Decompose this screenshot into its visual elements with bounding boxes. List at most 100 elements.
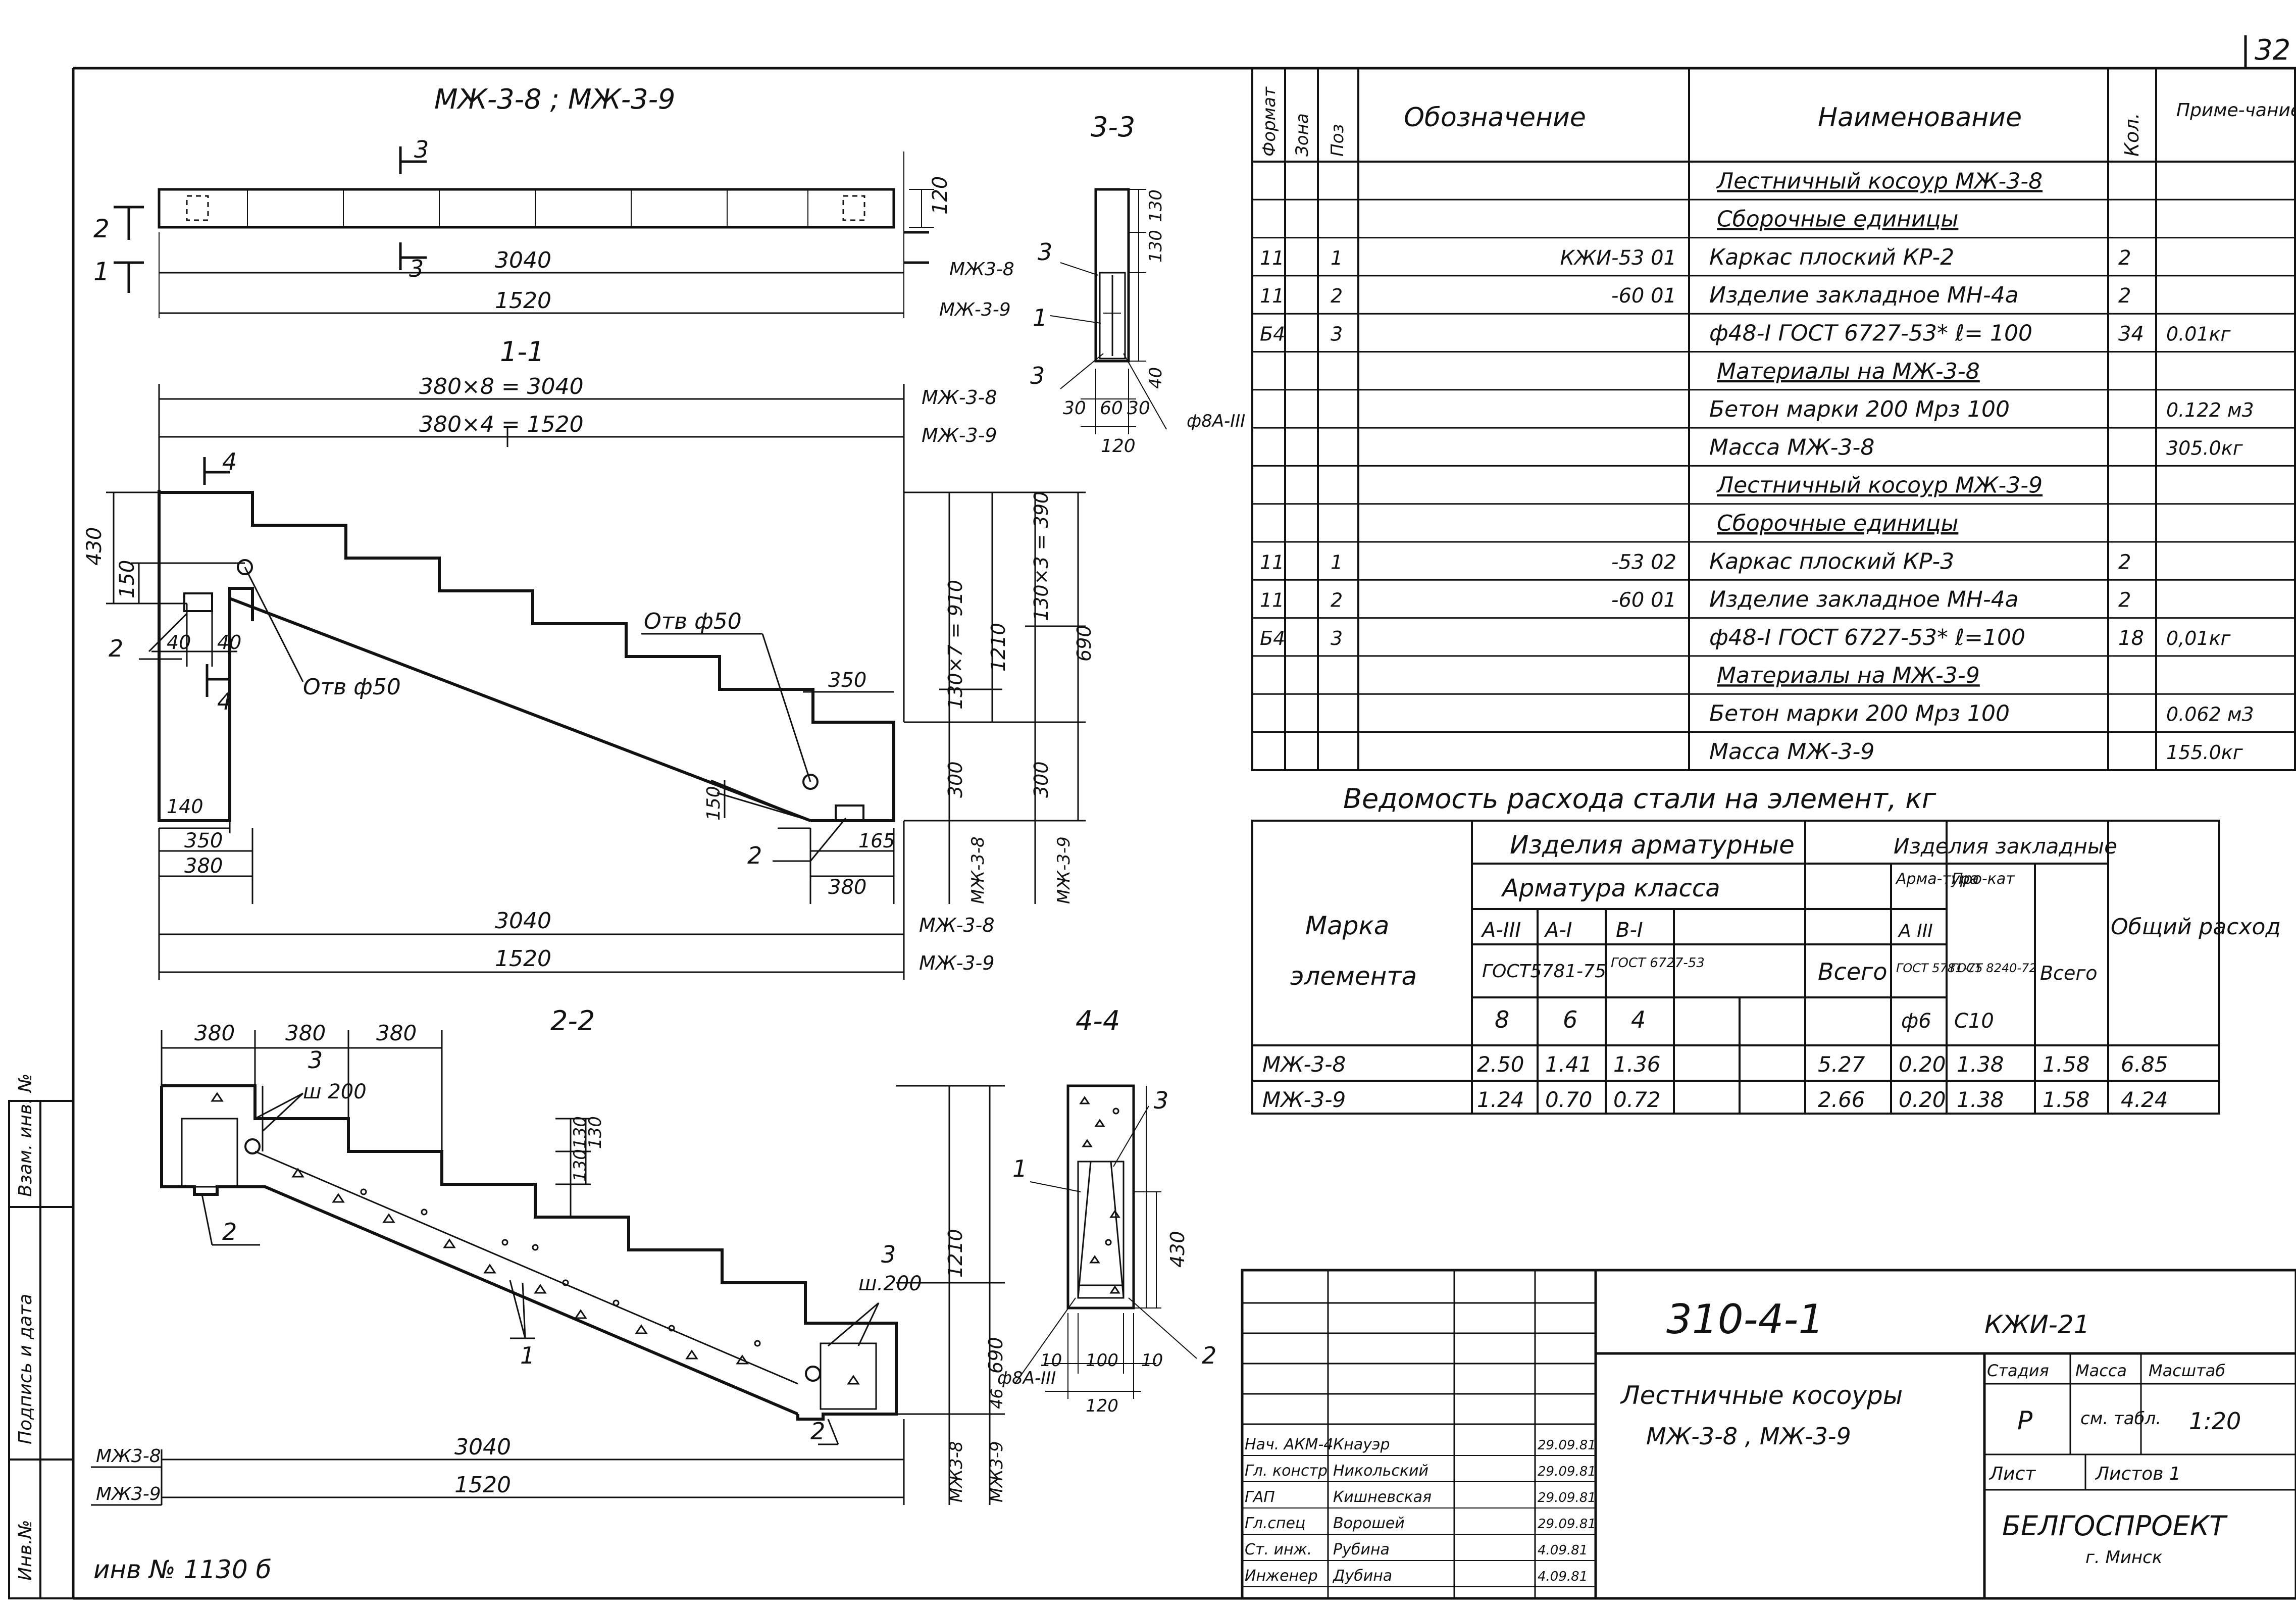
s22-v690: 690: [985, 1337, 1007, 1374]
plan-dim-1520: 1520: [495, 288, 551, 314]
steel-cell-a1: 0.70: [1545, 1087, 1593, 1112]
steel-cell-sum: 4.24: [2121, 1087, 2168, 1112]
plan-dim-3040: 3040: [495, 247, 551, 273]
pos-2-left: 2: [109, 635, 123, 662]
margin-stamp: [8, 1100, 74, 1599]
cut-mark-4a: 4: [222, 448, 237, 475]
staff-name: Кнауэр: [1333, 1436, 1390, 1453]
section-1-1: [158, 490, 254, 822]
s22-pos3b: 3: [881, 1241, 896, 1268]
s22-step-b: ш.200: [858, 1272, 922, 1295]
staff-name: Рубина: [1333, 1541, 1390, 1558]
tb-org: БЕЛГОСПРОЕКТ: [2002, 1510, 2228, 1542]
spec-h-qty: Кол.: [2121, 113, 2143, 157]
cut-mark-3b: 3: [409, 255, 424, 282]
s44-120: 120: [1086, 1396, 1118, 1416]
steel-h-vsego: Всего: [1818, 958, 1887, 985]
margin-replace: Взам. инв. №: [15, 1074, 36, 1197]
s33-30: 30: [1063, 398, 1086, 419]
page-number: 32: [2255, 34, 2290, 67]
dim-300b: 300: [1030, 761, 1052, 798]
spec-cell-name: Изделие закладное МН-4а: [1709, 282, 2019, 308]
spec-h-pos: Поз: [1328, 124, 1348, 157]
staff-date: 29.09.81: [1538, 1517, 1596, 1532]
dim-130x7: 130×7 = 910: [944, 580, 966, 710]
plan-view: [114, 146, 934, 318]
spec-h-zone: Зона: [1292, 113, 1312, 157]
staff-name: Кишневская: [1333, 1488, 1432, 1506]
dim-380x4: 380×4 = 1520: [419, 412, 584, 437]
steel-dia-c10: С10: [1954, 1010, 1994, 1033]
spec-cell-designation: КЖИ-53 01: [1560, 246, 1676, 270]
steel-cell-b1: 1.36: [1613, 1052, 1661, 1077]
dim-165: 165: [858, 830, 895, 852]
steel-cell-b1: 0.72: [1613, 1087, 1661, 1112]
dim-140: 140: [167, 795, 203, 818]
pos-2-right: 2: [747, 842, 762, 869]
staff-role: Гл. констр: [1245, 1462, 1328, 1480]
steel-cell-z1: 0.20: [1899, 1052, 1946, 1077]
staff-date: 29.09.81: [1538, 1464, 1596, 1479]
steel-cell-mark: МЖ-3-8: [1262, 1052, 1346, 1077]
steel-cls-a1: А-I: [1544, 919, 1572, 942]
plan-mark-9: МЖ-3-9: [939, 299, 1011, 320]
s33-30b: 30: [1127, 398, 1150, 419]
s22-380b: 380: [285, 1021, 326, 1045]
staff-role: Нач. АКМ-4: [1245, 1436, 1333, 1453]
dim-350-top: 350: [828, 669, 866, 692]
staff-name: Ворошей: [1333, 1515, 1405, 1532]
s22-pos2b: 2: [810, 1418, 825, 1445]
s44-100: 100: [1086, 1350, 1118, 1371]
plan-n1: 1: [93, 257, 110, 286]
steel-h-zakl: Изделия закладные: [1894, 834, 2117, 859]
s22-bm9: МЖ3-9: [96, 1484, 161, 1504]
spec-cell-name: Сборочные единицы: [1717, 511, 1958, 536]
s44-10a: 10: [1040, 1350, 1062, 1371]
tb-code: 310-4-1: [1666, 1296, 1824, 1343]
steel-cell-z2: 1.38: [1957, 1052, 2004, 1077]
steel-h-element: элемента: [1290, 962, 1417, 991]
tb-mass: см. табл.: [2080, 1408, 2161, 1429]
s44-pos3: 3: [1154, 1087, 1168, 1114]
s33-rebar: ф8А-III: [1187, 411, 1245, 431]
section-4-4: [1014, 1084, 1197, 1399]
spec-cell-name: ф48-I ГОСТ 6727-53* ℓ= 100: [1709, 321, 2032, 346]
steel-cell-zt: 1.58: [2043, 1052, 2090, 1077]
sheet-frame: [72, 35, 2296, 1600]
dim-40b: 40: [217, 631, 241, 653]
spec-cell-pos: 3: [1331, 323, 1343, 345]
steel-cell-z1: 0.20: [1899, 1087, 1946, 1112]
s22-380c: 380: [376, 1021, 417, 1045]
spec-cell-name: Изделие закладное МН-4а: [1709, 587, 2019, 613]
spec-cell-qty: 2: [2118, 550, 2131, 574]
s22-vm8: МЖ3-8: [946, 1441, 966, 1503]
tb-h-scale: Масштаб: [2149, 1361, 2225, 1380]
staff-role: Ст. инж.: [1245, 1541, 1312, 1558]
s44-rebar: ф8А-III: [997, 1368, 1056, 1388]
spec-cell-format: Б4: [1260, 323, 1285, 345]
spec-cell-pos: 3: [1331, 627, 1343, 649]
section-3-3: [1050, 188, 1167, 434]
steel-cell-z2: 1.38: [1957, 1087, 2004, 1112]
steel-cell-total: 5.27: [1818, 1052, 1865, 1077]
dim-mark8-bottom: МЖ-3-8: [919, 914, 995, 936]
s22-pos2a: 2: [222, 1218, 237, 1245]
section-4-4-title: 4-4: [1076, 1005, 1120, 1037]
spec-cell-format: 11: [1260, 285, 1284, 307]
s22-v1210: 1210: [944, 1229, 966, 1278]
section-2-2: [160, 1084, 898, 1421]
spec-cell-format: 11: [1260, 551, 1284, 573]
steel-gost1: ГОСТ5781-75: [1482, 961, 1606, 982]
s44-10b: 10: [1141, 1350, 1163, 1371]
steel-gost4: ГОСТ 8240-72: [1950, 961, 2037, 975]
s22-pos3a: 3: [308, 1046, 323, 1074]
stair-profile-1-1: [158, 491, 895, 822]
steel-cls-a3b: А III: [1898, 921, 1933, 941]
steel-dia-6: 6: [1563, 1006, 1577, 1033]
s22-v46: 46: [987, 1388, 1006, 1409]
dim-mark9-top: МЖ-3-9: [922, 424, 997, 446]
s33-60: 60: [1100, 398, 1123, 419]
